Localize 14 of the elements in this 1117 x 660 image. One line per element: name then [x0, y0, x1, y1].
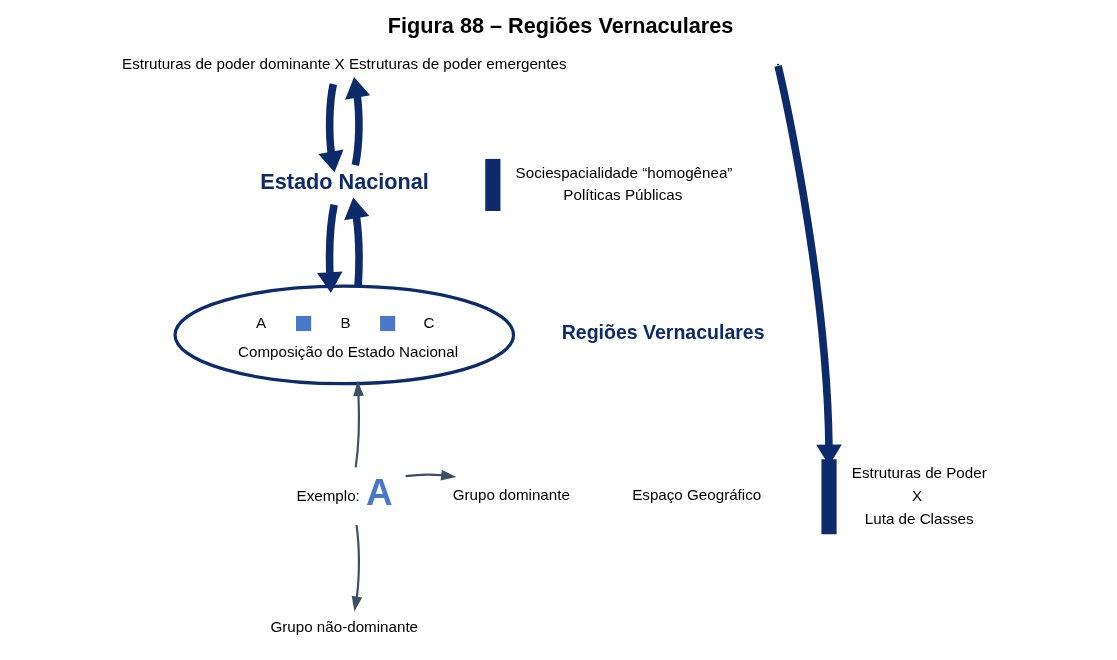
- node-label: Luta de Classes: [864, 509, 974, 527]
- node-label: Exemplo:: [296, 486, 360, 504]
- node-label: Políticas Públicas: [562, 186, 682, 204]
- node-text: Estruturas de poder dominante X Estruturas de poder emergentes: [121, 54, 566, 72]
- node-text: Grupo não-dominante: [269, 617, 418, 635]
- node-label: Sociespacialidade “homogênea”: [515, 163, 732, 181]
- diagram-title: Figura 88 – Regiões Vernaculares: [387, 13, 733, 39]
- node-label: Estruturas de Poder: [851, 463, 987, 481]
- node-text: Estado Nacional: [259, 169, 429, 195]
- node-text: A: [365, 472, 393, 514]
- node-text: Espaço Geográfico: [631, 486, 761, 504]
- node-text: Grupo dominante: [452, 486, 570, 504]
- node-label: X: [911, 486, 922, 504]
- label: Regiões Vernaculares: [561, 320, 765, 343]
